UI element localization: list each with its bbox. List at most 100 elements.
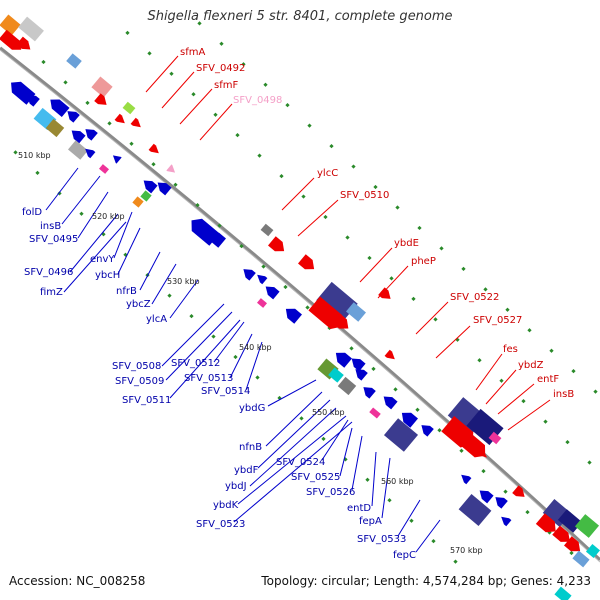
leader-line-reverse	[267, 379, 317, 407]
genome-backbone	[0, 46, 600, 562]
leader-line-reverse	[245, 341, 263, 391]
gene-arrow	[130, 117, 141, 128]
gene-arrow	[112, 155, 122, 164]
gene-arrow	[243, 269, 256, 281]
gene-label-forward[interactable]: sfmF	[214, 80, 238, 91]
gene-arrow	[265, 286, 280, 300]
gene-arrow	[512, 485, 525, 497]
tick-mark	[437, 428, 442, 433]
gene-label-reverse[interactable]: ylcA	[146, 314, 167, 325]
gene-label-reverse[interactable]: ybcH	[95, 270, 120, 281]
gene-arrow	[461, 474, 472, 485]
gene-label-forward[interactable]: SFV_0492	[196, 63, 245, 74]
gene-arrow	[157, 182, 172, 196]
gene-label-reverse[interactable]: SFV_0524	[276, 457, 325, 468]
gene-label-reverse[interactable]: SFV_0495	[29, 234, 78, 245]
gene-box	[458, 493, 492, 527]
gene-arrow	[143, 180, 158, 194]
tick-mark	[367, 255, 372, 261]
gene-label-forward[interactable]: ybdZ	[518, 360, 544, 371]
tick-mark	[189, 313, 194, 319]
gene-arrow	[114, 113, 125, 124]
gene-label-forward[interactable]: SFV_0527	[473, 315, 522, 326]
tick-mark	[169, 71, 174, 76]
tick-mark	[439, 246, 444, 251]
gene-label-reverse[interactable]: SFV_0512	[171, 358, 220, 369]
tick-mark	[147, 51, 152, 56]
tick-mark	[307, 123, 312, 128]
leader-line-reverse	[161, 303, 225, 367]
gene-label-reverse[interactable]: insB	[40, 221, 61, 232]
tick-mark	[587, 460, 592, 465]
leader-line-forward	[297, 199, 339, 237]
gene-label-forward[interactable]: ylcC	[317, 168, 338, 179]
gene-label-reverse[interactable]: SFV_0533	[357, 534, 406, 545]
gene-arrow	[351, 358, 366, 372]
gene-label-reverse[interactable]: fimZ	[40, 287, 63, 298]
gene-label-reverse[interactable]: SFV_0496	[24, 267, 73, 278]
gene-label-reverse[interactable]: envY	[90, 254, 115, 265]
gene-label-reverse[interactable]: ybdG	[239, 403, 265, 414]
gene-label-reverse[interactable]: fepA	[359, 516, 382, 527]
leader-line-forward	[145, 55, 179, 93]
tick-mark	[483, 287, 488, 292]
gene-label-reverse[interactable]: folD	[22, 207, 42, 218]
gene-label-reverse[interactable]: SFV_0526	[306, 487, 355, 498]
gene-label-forward[interactable]: SFV_0522	[450, 292, 499, 303]
gene-label-forward[interactable]: entF	[537, 374, 559, 385]
gene-label-reverse[interactable]: SFV_0511	[122, 395, 171, 406]
gene-label-reverse[interactable]: entD	[347, 503, 371, 514]
gene-label-reverse[interactable]: SFV_0513	[184, 373, 233, 384]
gene-label-reverse[interactable]: ybdF	[234, 465, 259, 476]
gene-box	[488, 431, 502, 445]
leader-line-forward	[281, 177, 315, 211]
tick-mark	[387, 498, 392, 503]
gene-label-forward[interactable]: SFV_0498	[233, 95, 282, 106]
tick-mark	[213, 112, 218, 117]
tick-mark	[527, 328, 532, 333]
scale-label: 510 kbp	[18, 151, 51, 160]
gene-label-forward[interactable]: SFV_0510	[340, 190, 389, 201]
leader-line-forward	[359, 247, 393, 283]
gene-arrow	[479, 490, 494, 504]
tick-mark	[329, 143, 334, 149]
gene-label-forward[interactable]: sfmA	[180, 47, 205, 58]
leader-line-forward	[415, 301, 449, 335]
gene-label-reverse[interactable]: SFV_0509	[115, 376, 164, 387]
tick-mark	[85, 100, 90, 106]
leader-line-reverse	[321, 419, 349, 461]
tick-mark	[569, 550, 574, 556]
gene-label-reverse[interactable]: SFV_0523	[196, 519, 245, 530]
gene-label-reverse[interactable]: ybdK	[213, 500, 239, 511]
gene-label-reverse[interactable]: ybcZ	[126, 299, 151, 310]
gene-arrow	[501, 516, 512, 527]
leader-line-reverse	[257, 399, 331, 469]
leader-line-reverse	[113, 211, 133, 259]
gene-label-forward[interactable]: pheP	[411, 256, 436, 267]
gene-arrow	[495, 497, 508, 509]
scale-label: 540 kbp	[239, 343, 272, 352]
tick-mark	[417, 225, 422, 231]
gene-label-forward[interactable]: fes	[503, 344, 518, 355]
gene-label-reverse[interactable]: SFV_0508	[112, 361, 161, 372]
gene-label-reverse[interactable]: fepC	[393, 550, 416, 561]
gene-features	[0, 14, 600, 600]
gene-label-reverse[interactable]: nfrB	[116, 286, 137, 297]
gene-label-forward[interactable]: insB	[553, 389, 574, 400]
leader-line-reverse	[397, 499, 421, 537]
gene-label-reverse[interactable]: SFV_0525	[291, 472, 340, 483]
scale-label: 550 kbp	[312, 408, 345, 417]
leader-line-forward	[199, 103, 233, 141]
tick-mark	[261, 264, 266, 269]
scale-label: 530 kbp	[167, 277, 200, 286]
gene-label-reverse[interactable]: ybdJ	[225, 481, 247, 492]
gene-label-forward[interactable]: ybdE	[394, 238, 419, 249]
tick-mark	[299, 416, 304, 421]
leader-line-forward	[161, 71, 195, 109]
gene-label-reverse[interactable]: nfnB	[239, 442, 262, 453]
gene-box	[337, 376, 357, 396]
genome-summary-text: Topology: circular; Length: 4,574,284 bp…	[261, 574, 591, 588]
gene-label-reverse[interactable]: SFV_0514	[201, 386, 250, 397]
gene-arrow	[479, 450, 488, 458]
tick-mark	[257, 153, 262, 158]
